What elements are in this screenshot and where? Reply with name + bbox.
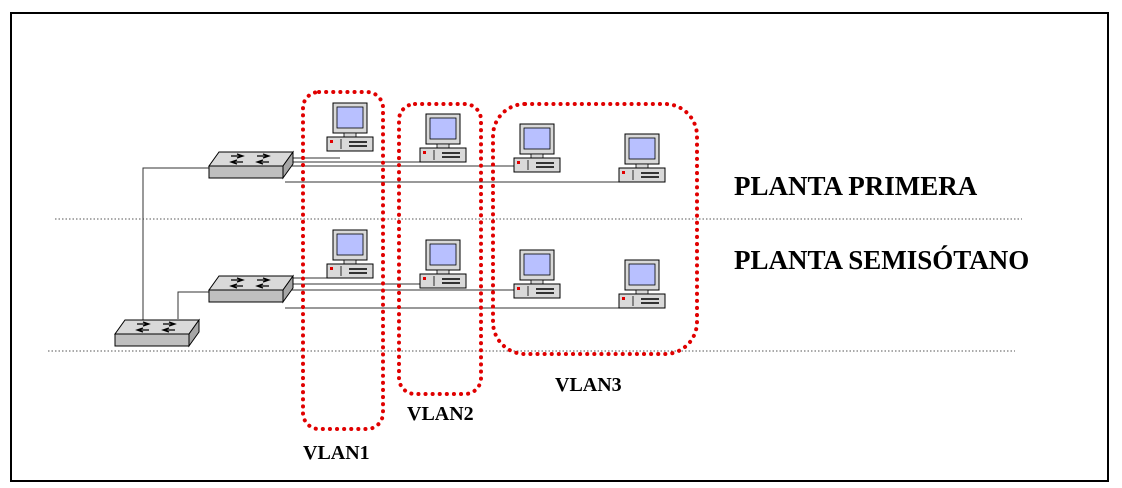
- vlan1-label: VLAN1: [303, 442, 370, 464]
- pc-vlan2-upper: [419, 113, 467, 163]
- vlan2-boundary: [397, 102, 483, 396]
- vlan1-boundary: [301, 90, 385, 431]
- pc-vlan3-upper-b: [618, 133, 666, 183]
- vlan3-boundary: [491, 102, 699, 356]
- pc-vlan1-lower: [326, 229, 374, 279]
- floor-label-lower: PLANTA SEMISÓTANO: [734, 245, 1030, 275]
- cabling: [142, 157, 620, 325]
- vlan3-label: VLAN3: [555, 374, 622, 396]
- pc-vlan3-lower-b: [618, 259, 666, 309]
- pc-vlan3-lower-a: [513, 249, 561, 299]
- pc-vlan3-upper-a: [513, 123, 561, 173]
- switch-upper-floor: [208, 151, 294, 179]
- pc-vlan1-upper: [326, 102, 374, 152]
- diagram-frame: [10, 12, 1109, 482]
- floor-label-upper: PLANTA PRIMERA: [734, 171, 978, 201]
- switch-core: [114, 319, 200, 347]
- vlan2-label: VLAN2: [407, 403, 474, 425]
- pc-vlan2-lower: [419, 239, 467, 289]
- switch-lower-floor: [208, 275, 294, 303]
